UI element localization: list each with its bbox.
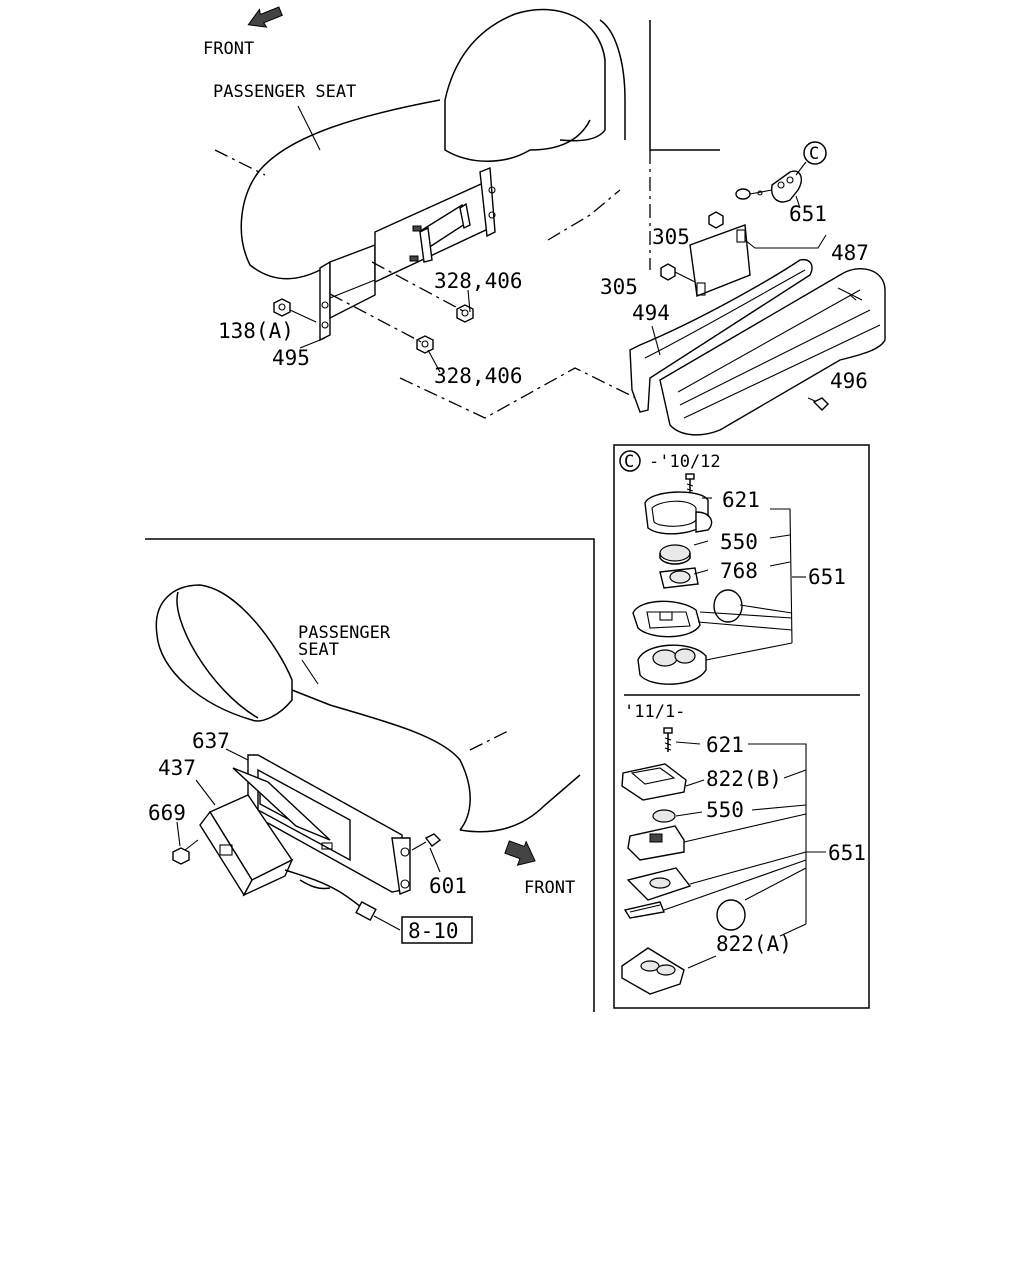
callout-495: 495 bbox=[272, 346, 310, 370]
callout-305-upper: 305 bbox=[652, 225, 690, 249]
callout-437: 437 bbox=[158, 756, 196, 780]
key-fob-651-top bbox=[735, 170, 802, 203]
bolt-601-icon bbox=[411, 833, 442, 851]
seat-cover-block bbox=[659, 267, 886, 436]
callout-651-top: 651 bbox=[789, 202, 827, 226]
top-view: FRONT PASSENGER SEAT bbox=[203, 6, 886, 436]
svg-text:C: C bbox=[809, 144, 819, 164]
callout-651-2: 651 bbox=[828, 841, 866, 865]
callout-305-lower: 305 bbox=[600, 275, 638, 299]
callout-328-406-lower: 328,406 bbox=[434, 364, 523, 388]
front-arrow-top-icon bbox=[247, 6, 283, 28]
o-ring-2 bbox=[716, 899, 746, 931]
key-blade-2 bbox=[623, 901, 665, 919]
fob-case-822a bbox=[621, 947, 685, 995]
passenger-seat-label-bottom-1: PASSENGER bbox=[298, 623, 391, 643]
passenger-seat-top bbox=[214, 8, 720, 280]
nut-328-lower-icon bbox=[416, 335, 434, 354]
callout-328-406-upper: 328,406 bbox=[434, 269, 523, 293]
nut-305-lower-icon bbox=[660, 263, 676, 281]
passenger-seat-label-top: PASSENGER SEAT bbox=[213, 82, 356, 102]
module-487 bbox=[689, 224, 751, 297]
callout-768: 768 bbox=[720, 559, 758, 583]
fob-case-bottom-1 bbox=[637, 644, 707, 685]
o-ring-1 bbox=[713, 589, 743, 623]
battery-550-1 bbox=[659, 544, 691, 565]
ref-c-inset-icon: C bbox=[619, 450, 641, 472]
svg-text:C: C bbox=[624, 452, 634, 472]
front-label-bottom: FRONT bbox=[524, 878, 575, 898]
ref-c-top-icon: C bbox=[803, 141, 827, 165]
circuit-board-2 bbox=[627, 825, 685, 861]
callout-138-a: 138(A) bbox=[218, 319, 294, 343]
fob-case-top-1 bbox=[644, 491, 713, 535]
seat-leader-line bbox=[297, 105, 321, 151]
nut-138-icon bbox=[273, 298, 291, 317]
inset-range-1: -'10/12 bbox=[649, 452, 721, 472]
callout-651-1: 651 bbox=[808, 565, 846, 589]
bolt-496-icon bbox=[807, 397, 829, 411]
callout-487: 487 bbox=[831, 241, 869, 265]
control-module-top bbox=[409, 202, 471, 263]
front-arrow-bottom-icon bbox=[504, 840, 536, 866]
passenger-seat-bottom bbox=[155, 584, 581, 833]
callout-669: 669 bbox=[148, 801, 186, 825]
nut-328-upper-icon bbox=[456, 304, 474, 323]
callout-494: 494 bbox=[632, 301, 670, 325]
callout-621-2: 621 bbox=[706, 733, 744, 757]
cover-plate-637 bbox=[232, 767, 331, 841]
callout-822b: 822(B) bbox=[706, 767, 782, 791]
callout-822a: 822(A) bbox=[716, 932, 792, 956]
wire-harness bbox=[284, 869, 377, 922]
fob-case-822b bbox=[621, 763, 687, 801]
screw-621-2-icon bbox=[663, 727, 673, 752]
callout-637: 637 bbox=[192, 729, 230, 753]
circuit-768 bbox=[659, 567, 699, 589]
control-module-437 bbox=[199, 794, 294, 897]
nut-305-upper-icon bbox=[708, 211, 724, 229]
front-label-top: FRONT bbox=[203, 39, 254, 59]
fob-rubber-2 bbox=[626, 867, 692, 901]
callout-496: 496 bbox=[830, 369, 868, 393]
bottom-view: PASSENGER SEAT bbox=[145, 538, 595, 1012]
ref-box-8-10[interactable]: 8-10 bbox=[401, 916, 473, 944]
callout-621-1: 621 bbox=[722, 488, 760, 512]
svg-text:8-10: 8-10 bbox=[408, 919, 459, 943]
fob-rubber-1 bbox=[632, 600, 701, 638]
seat-side-rail-494 bbox=[629, 258, 813, 413]
battery-550-2 bbox=[652, 809, 676, 823]
callout-601: 601 bbox=[429, 874, 467, 898]
bolt-669-icon bbox=[172, 839, 199, 865]
inset-range-2: '11/1- bbox=[624, 702, 685, 722]
passenger-seat-label-bottom-2: SEAT bbox=[298, 640, 339, 660]
callout-550-1: 550 bbox=[720, 530, 758, 554]
inset-key-fob-detail: C -'10/12 bbox=[613, 444, 870, 1009]
callout-550-2: 550 bbox=[706, 798, 744, 822]
